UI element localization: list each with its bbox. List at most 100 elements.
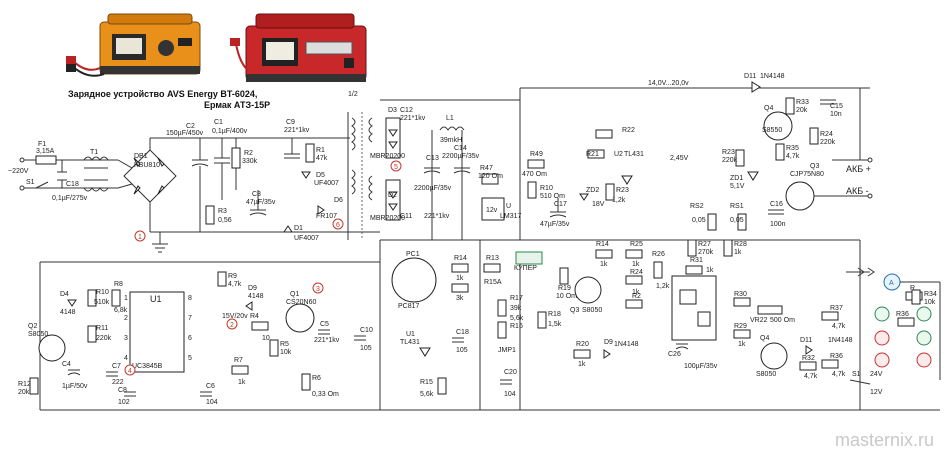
q2-value: S8050 xyxy=(28,331,48,338)
resistor-r22 xyxy=(595,129,613,139)
c1-ref: C1 xyxy=(214,119,223,126)
r23b-ref: R23 xyxy=(722,149,735,156)
resistor-r31 xyxy=(685,265,703,275)
r29-value: 1k xyxy=(738,341,746,348)
r14b-value: 3k xyxy=(456,295,464,302)
mark-3 xyxy=(312,282,324,294)
r-meter-label: R xyxy=(910,285,915,292)
u1b-value: TL431 xyxy=(400,339,420,346)
resistor-r21 xyxy=(587,149,605,159)
u-value: LM317 xyxy=(500,213,522,220)
resistor-r5 xyxy=(269,339,279,357)
battery-minus-label: АКБ - xyxy=(846,186,869,196)
c6-value: 104 xyxy=(206,399,218,406)
q1-ref: Q1 xyxy=(290,291,299,298)
r24b-ref: R24 xyxy=(630,269,643,276)
c12-ref: C12 xyxy=(400,107,413,114)
fuse-value: 3,15A xyxy=(36,148,55,155)
resistor-r34 xyxy=(911,289,921,305)
mark-1 xyxy=(134,230,146,242)
u2-ref: U2 xyxy=(614,151,623,158)
rs2-ref: RS2 xyxy=(690,203,704,210)
mark-4-label: 4 xyxy=(128,368,132,375)
c4-ref: C4 xyxy=(62,361,71,368)
u1-pin-3: 3 xyxy=(124,335,128,342)
led-green-1-icon xyxy=(874,306,890,322)
resistor-r8 xyxy=(111,289,121,307)
u1-pin-2: 2 xyxy=(124,315,128,322)
d9b-value: 1N4148 xyxy=(614,341,639,348)
resistor-r30 xyxy=(733,297,751,307)
r23b-value: 220k xyxy=(722,157,738,164)
r23-ref: R23 xyxy=(616,187,629,194)
r25-ref: R25 xyxy=(630,241,643,248)
c2-ref: C2 xyxy=(186,123,195,130)
r10b-value: 510k xyxy=(94,299,110,306)
r22-ref: R22 xyxy=(622,127,635,134)
u1-pin-6: 6 xyxy=(188,335,192,342)
s1-option-a: 24V xyxy=(870,371,883,378)
resistor-r2b xyxy=(625,299,643,309)
r36-value: 4,7k xyxy=(832,371,846,378)
bridge-ref: DB1 xyxy=(134,153,148,160)
r26-value: 1,2k xyxy=(656,283,670,290)
mark-5 xyxy=(390,160,402,172)
r4-value: 10 xyxy=(262,335,270,342)
secondary-side: D3 MBR20200 D2 MBR20200 C12 221*1kv C11 … xyxy=(370,99,689,241)
product-photo-ermak xyxy=(230,13,367,82)
r8-ref: R8 xyxy=(114,281,123,288)
c10-ref: C10 xyxy=(360,327,373,334)
r27-value: 270k xyxy=(698,249,714,256)
resistor-r24b xyxy=(625,275,643,285)
r33-value: 20k xyxy=(796,107,808,114)
q3b-ref: Q3 xyxy=(570,307,579,314)
c7-value: 222 xyxy=(112,379,124,386)
resistor-rs1 xyxy=(737,213,747,231)
d6-value: FR107 xyxy=(316,213,337,220)
r7-ref: R7 xyxy=(234,357,243,364)
c5-ref: C5 xyxy=(320,321,329,328)
d4-ref: D4 xyxy=(60,291,69,298)
r33-ref: R33 xyxy=(796,99,809,106)
led-green-3-icon xyxy=(916,330,932,346)
resistor-r28 xyxy=(723,239,733,257)
c20-ref: C20 xyxy=(504,369,517,376)
r6-ref: R6 xyxy=(312,375,321,382)
zd1-value: 5,1V xyxy=(730,183,745,190)
r10b-ref: R10 xyxy=(96,289,109,296)
r5-ref: R5 xyxy=(280,341,289,348)
r28-value: 1k xyxy=(734,249,742,256)
r34-ref: R34 xyxy=(924,291,937,298)
resistor-r12 xyxy=(29,377,39,395)
c16-value: 100n xyxy=(770,221,786,228)
c14-ref: C14 xyxy=(454,145,467,152)
r36b-label: R36 xyxy=(896,311,909,318)
u2-value: TL431 xyxy=(624,151,644,158)
zd1-ref: ZD1 xyxy=(730,175,743,182)
q1-value: CS20N60 xyxy=(286,299,316,306)
resistor-r36b xyxy=(897,317,915,327)
resistor-r10b xyxy=(87,289,97,307)
r15-ref: R15 xyxy=(420,379,433,386)
u-ref: U xyxy=(506,203,511,210)
c18b-ref: C18 xyxy=(456,329,469,336)
r31-value: 1k xyxy=(706,267,714,274)
resistor-r1 xyxy=(305,143,315,163)
transistor-q3b xyxy=(574,276,602,304)
voltage-range: 14,0V...20,0v xyxy=(648,80,689,87)
resistor-r4 xyxy=(251,321,269,331)
vr22-value: 500 Om xyxy=(770,317,795,324)
r18-ref: R18 xyxy=(548,311,561,318)
led-red-2-icon xyxy=(874,352,890,368)
d5-ref: D5 xyxy=(316,172,325,179)
c14-value: 2200µF/35v xyxy=(442,153,480,160)
r10-value: 510 Om xyxy=(540,193,565,200)
r3-value: 0,56 xyxy=(218,217,232,224)
c12-value: 221*1kv xyxy=(400,115,426,122)
r9-value: 4,7k xyxy=(228,281,242,288)
r20-value: 1k xyxy=(578,361,586,368)
c4-value: 1µF/50v xyxy=(62,383,88,390)
l1-ref: L1 xyxy=(446,115,454,122)
u1-pin-1: 1 xyxy=(124,295,128,302)
d11-value: 1N4148 xyxy=(760,73,785,80)
